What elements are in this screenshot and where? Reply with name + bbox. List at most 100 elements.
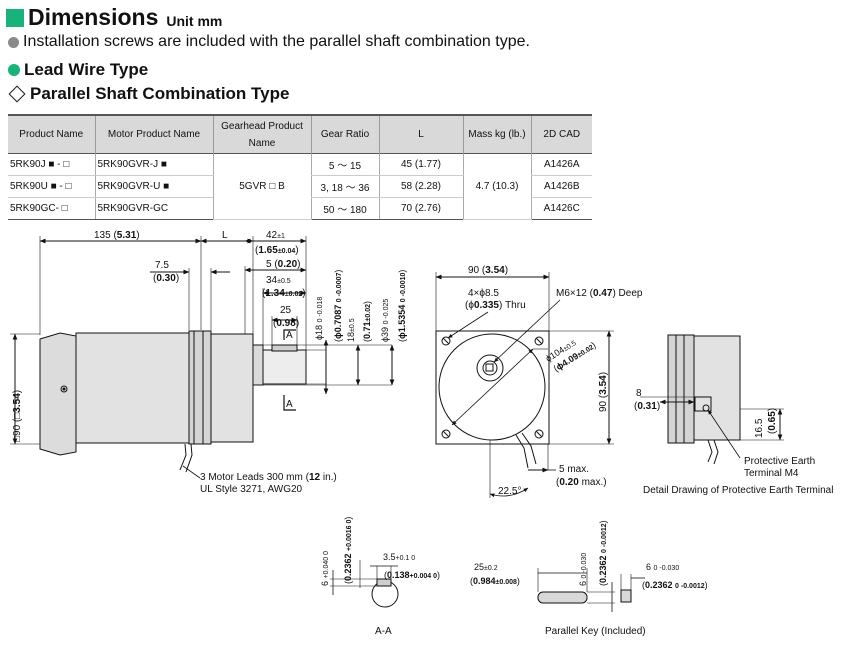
combination-heading: Parallel Shaft Combination Type [8,84,289,104]
dim-0-71: (0.71±0.02) [362,301,372,342]
cad-cell: A1426B [530,175,592,198]
gear-ratio-cell: 50 ～ 180 [310,197,379,220]
hole-spec-2: (ϕ0.335) Thru [465,300,526,311]
header-motor-product-name: Motor Product Name [94,115,213,154]
dim-square-90: □90 (□3.54) [12,390,23,442]
motor-product-cell: 5RK90GVR-U ■ [94,175,213,198]
lead-wire-heading: Lead Wire Type [8,60,148,80]
lead-label-1: 3 Motor Leads 300 mm (12 in.) [200,472,337,483]
dim-0-984: (0.984±0.008) [470,576,520,586]
dim-7-5: 7.5 [155,260,169,271]
dim-0-2362-key-end: (0.2362 0 -0.0012) [642,580,708,590]
dim-phi1-5354: (ϕ1.5354 0 -0.0010) [397,270,407,342]
header-product-name: Product Name [8,115,95,154]
gearhead-body [210,333,254,443]
dim-phi0-7087: (ϕ0.7087 0 -0.0007) [333,270,343,342]
dim-0-2362-sec: (0.2362 +0.0016 0) [343,517,353,584]
dim-135: 135 (5.31) [94,230,140,241]
dim-6-sec: 6 +0.040 0 [320,551,330,586]
dim-0-20-max: (0.20 max.) [556,477,607,488]
header-gearhead-product-name: Gearhead Product Name [212,115,311,154]
page-title: Dimensions [28,4,159,30]
dim-25-key: 25±0.2 [474,562,498,572]
table-row: 5RK90GC- □ 5RK90GVR-GC 50 ～ 180 70 (2.76… [8,197,592,220]
gearhead-cell: 5GVR □ B [212,153,311,220]
header-gear-ratio: Gear Ratio [310,115,379,154]
product-name-cell: 5RK90J ■ - □ [8,153,95,176]
dim-0-65: (0.65) [767,408,778,434]
section-header: Dimensions Unit mm [6,4,222,31]
pe-label-2: Terminal M4 [744,468,799,479]
section-labels: 6 +0.040 0 (0.2362 +0.0016 0) 3.5+0.1 0 … [320,517,440,637]
key-labels: 25±0.2 (0.984±0.008) 6 0 -0.030 (0.2362 … [470,520,708,637]
cad-cell: A1426A [530,153,592,176]
dim-42: 42±1 [266,230,285,241]
dim-0-138: (0.138+0.004 0) [384,570,440,580]
dim-l: L [222,230,228,241]
front-boss [476,354,504,382]
l-cell: 58 (2.28) [378,175,463,198]
front-flange [435,330,550,445]
combination-text: Parallel Shaft Combination Type [30,84,290,103]
installation-note: Installation screws are included with th… [8,33,530,51]
dim-0-2362-key: (0.2362 0 -0.0012) [598,520,608,586]
table-row: 5RK90U ■ - □ 5RK90GVR-U ■ 3, 18 ～ 36 58 … [8,175,592,198]
detail-caption: Detail Drawing of Protective Earth Termi… [643,485,833,496]
dim-1-34: (1.34±0.02) [262,288,306,299]
detail-body [693,335,741,441]
section-a-bottom: A [286,399,293,410]
dim-5-max: 5 max. [559,464,589,475]
l-cell: 70 (2.76) [378,197,463,220]
dim-1-65: (1.65±0.04) [255,245,299,256]
dim-3-5: 3.5+0.1 0 [383,552,415,562]
detail-labels: 8 (0.31) 16.5 (0.65) Protective Earth Te… [634,388,833,496]
dim-0-31: (0.31) [634,401,660,412]
dim-0-30: (0.30) [153,273,179,284]
hole-spec-1: 4×ϕ8.5 [468,288,499,299]
header-mass: Mass kg (lb.) [462,115,531,154]
section-aa [330,560,399,608]
motor-product-cell: 5RK90GVR-GC [94,197,213,220]
spec-table: Product Name Motor Product Name Gearhead… [8,114,592,220]
dim-25: 25 [280,305,292,316]
product-name-cell: 5RK90U ■ - □ [8,175,95,198]
dim-5: 5 (0.20) [266,259,300,270]
detail-flange [667,334,695,444]
gearhead-flange [188,330,212,445]
key-caption: Parallel Key (Included) [545,626,646,637]
dim-8: 8 [636,388,642,399]
dim-90-width: 90 (3.54) [468,265,508,276]
shaft-key [271,344,298,352]
side-view-labels: 135 (5.31) L 42±1 (1.65±0.04) 5 (0.20) 7… [12,230,407,495]
output-boss [252,344,264,386]
lead-wires [179,443,193,473]
cad-cell: A1426C [530,197,592,220]
key-side [537,591,588,604]
dim-16-5: 16.5 [754,418,765,438]
dim-6-key-end: 6 0 -0.030 [646,562,679,572]
table-row: 5RK90J ■ - □ 5RK90GVR-J ■ 5GVR □ B 5 ～ 1… [8,153,592,220]
green-square-icon [6,8,24,27]
motor-body [75,332,190,444]
earth-terminal [694,396,712,412]
section-caption: A-A [375,626,392,637]
front-view-labels: 90 (3.54) 4×ϕ8.5 (ϕ0.335) Thru M6×12 (0.… [465,265,643,497]
dim-0-98: (0.98) [273,318,299,329]
lead-wire-text: Lead Wire Type [24,60,149,79]
dim-6-key: 6 0 -0.030 [578,553,588,586]
dim-angle: 22.5° [498,486,521,497]
side-view [10,236,395,479]
l-cell: 45 (1.77) [378,153,463,176]
section-a-top: A [286,330,293,341]
dim-34: 34±0.5 [266,275,291,286]
pe-label-1: Protective Earth [744,456,815,467]
output-shaft [262,349,307,385]
key-end [620,589,632,603]
product-name-cell: 5RK90GC- □ [8,197,95,220]
unit-label: Unit mm [166,12,223,29]
parallel-key [537,568,645,612]
front-lead-wires [515,432,537,469]
mass-cell: 4.7 (10.3) [462,153,531,220]
tap-spec: M6×12 (0.47) Deep [556,288,643,299]
detail-view [640,334,784,465]
